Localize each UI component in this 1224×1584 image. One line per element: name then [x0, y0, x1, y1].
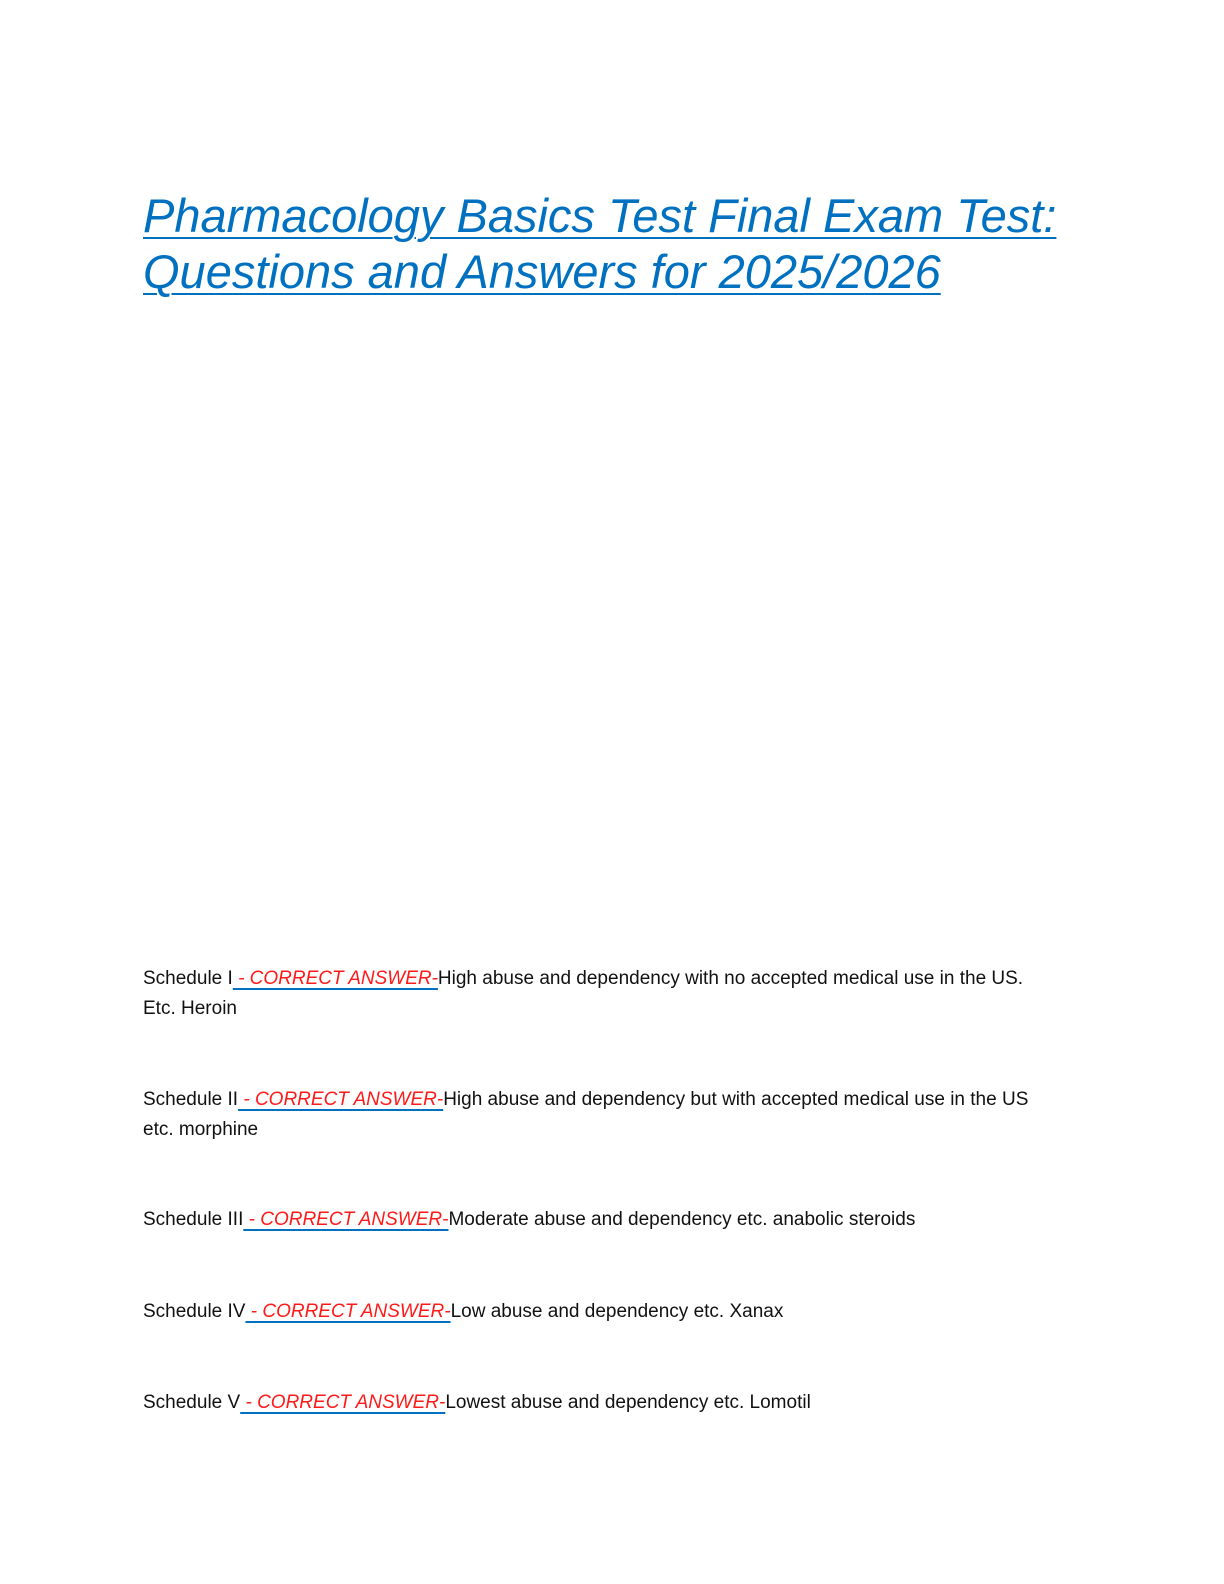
correct-answer-marker: - CORRECT ANSWER- — [245, 1301, 451, 1322]
qa-answer: Lowest abuse and dependency etc. Lomotil — [445, 1392, 811, 1413]
qa-term: Schedule IV — [143, 1301, 246, 1322]
qa-answer: High abuse and dependency but with accep… — [443, 1089, 1029, 1110]
qa-line: Schedule III - CORRECT ANSWER-Moderate a… — [143, 1205, 1083, 1235]
correct-answer-marker: - CORRECT ANSWER- — [243, 1209, 449, 1230]
qa-line: Schedule II - CORRECT ANSWER-High abuse … — [143, 1085, 1083, 1115]
qa-answer: Low abuse and dependency etc. Xanax — [450, 1301, 784, 1322]
qa-line: Schedule V - CORRECT ANSWER-Lowest abuse… — [143, 1388, 1083, 1418]
qa-item-schedule-2: Schedule II - CORRECT ANSWER-High abuse … — [143, 1085, 1083, 1145]
qa-answer-continuation: etc. morphine — [143, 1119, 259, 1140]
qa-term: Schedule II — [143, 1089, 239, 1110]
correct-answer-marker: - CORRECT ANSWER- — [238, 1089, 444, 1110]
qa-item-schedule-1: Schedule I - CORRECT ANSWER-High abuse a… — [143, 964, 1083, 1024]
qa-answer: High abuse and dependency with no accept… — [437, 968, 1024, 989]
document-title: Pharmacology Basics Test Final Exam Test… — [143, 188, 1103, 300]
qa-term: Schedule I — [143, 968, 233, 989]
qa-item-schedule-3: Schedule III - CORRECT ANSWER-Moderate a… — [143, 1205, 1083, 1235]
document-title-line-2: Questions and Answers for 2025/2026 — [143, 245, 941, 298]
document-title-line-1: Pharmacology Basics Test Final Exam Test… — [143, 189, 1057, 242]
qa-line: Schedule I - CORRECT ANSWER-High abuse a… — [143, 964, 1083, 994]
qa-answer: Moderate abuse and dependency etc. anabo… — [448, 1209, 916, 1230]
qa-line: Schedule IV - CORRECT ANSWER-Low abuse a… — [143, 1297, 1083, 1327]
qa-term: Schedule V — [143, 1392, 241, 1413]
qa-item-schedule-4: Schedule IV - CORRECT ANSWER-Low abuse a… — [143, 1297, 1083, 1327]
qa-item-schedule-5: Schedule V - CORRECT ANSWER-Lowest abuse… — [143, 1388, 1083, 1418]
correct-answer-marker: - CORRECT ANSWER- — [232, 968, 438, 989]
correct-answer-marker: - CORRECT ANSWER- — [240, 1392, 446, 1413]
qa-answer-continuation: Etc. Heroin — [143, 998, 237, 1019]
qa-term: Schedule III — [143, 1209, 244, 1230]
